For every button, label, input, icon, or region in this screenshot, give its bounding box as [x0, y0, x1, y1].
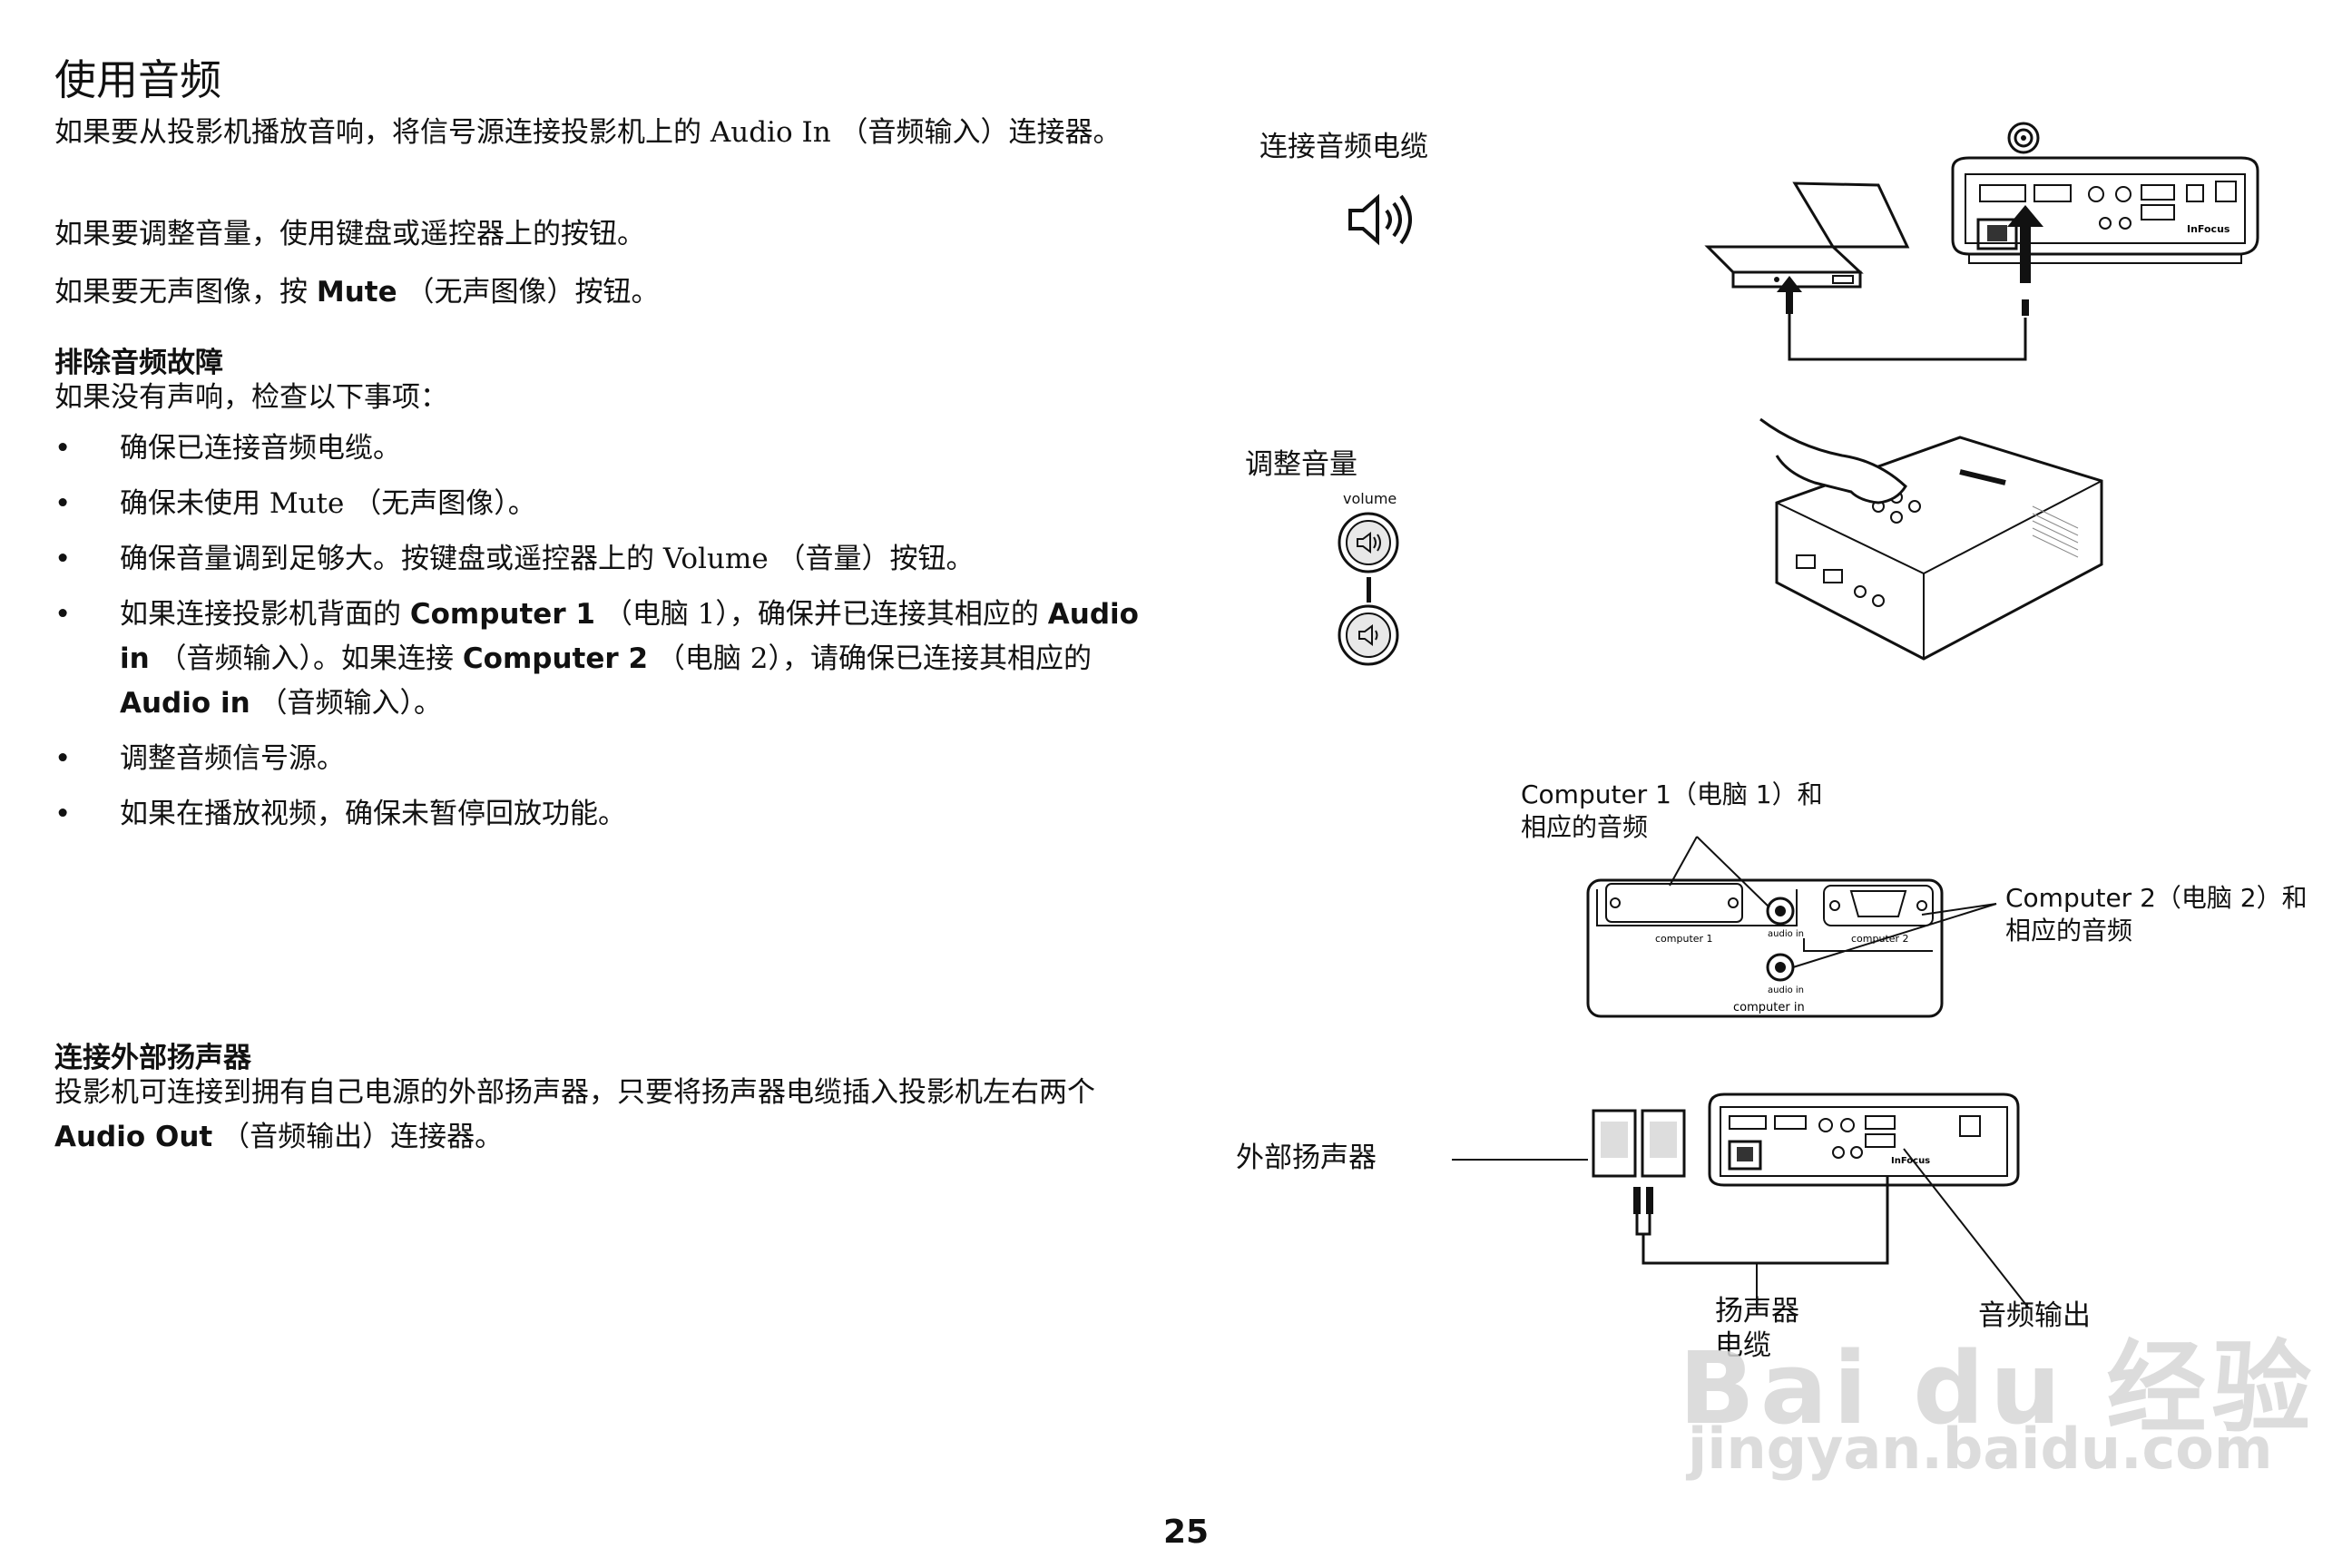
list-item: • 确保已连接音频电缆。: [54, 426, 1161, 471]
list-item-text: 调整音频信号源。: [120, 742, 345, 775]
audio-in-top-label: audio in: [1768, 929, 1804, 939]
text-run: 投影机可连接到拥有自己电源的外部扬声器，只要将扬声器电缆插入投影机左右两个: [54, 1076, 1095, 1109]
panel-callout-left: Computer 1（电脑 1）和 相应的音频: [1521, 779, 1823, 844]
bullet-glyph: •: [54, 742, 72, 775]
bold-term: Computer 1: [409, 598, 595, 631]
text-run: 如果在播放视频，确保未暂停回放功能。: [120, 798, 626, 830]
external-speakers-diagram: InFocus: [1452, 1093, 2030, 1312]
text-run: 调整音频信号源。: [120, 742, 345, 775]
watermark-logo: Bai du 经验: [1679, 1330, 2318, 1446]
volume-key-label: volume: [1343, 490, 1397, 507]
volume-down-button: [1338, 604, 1399, 666]
laptop-projector-diagram: InFocus: [1704, 122, 2259, 361]
text-run: （电脑 2），请确保已连接其相应的: [648, 642, 1092, 675]
text-run: 如果要调整音量，使用键盘或遥控器上的按钮。: [54, 218, 645, 250]
text-run: （音频输入）。: [250, 687, 443, 720]
bold-term: Computer 2: [462, 642, 649, 675]
text-run: 确保音量调到足够大。按键盘或遥控器上的 Volume （音量）按钮。: [120, 543, 975, 575]
list-item-text: 如果在播放视频，确保未暂停回放功能。: [120, 798, 626, 830]
arrow-up-icon: [2007, 205, 2043, 283]
callout-line: Computer 1（电脑 1）和: [1521, 779, 1823, 809]
audio-jack-icon: [2007, 122, 2040, 154]
text-run: 确保已连接音频电缆。: [120, 432, 401, 465]
list-item-text: 确保已连接音频电缆。: [120, 432, 401, 465]
troubleshoot-heading: 排除音频故障: [54, 347, 223, 379]
list-item: • 调整音频信号源。: [54, 737, 1161, 781]
intro-paragraph-3: 如果要无声图像，按 Mute （无声图像）按钮。: [54, 270, 1152, 315]
troubleshoot-list: • 确保已连接音频电缆。 • 确保未使用 Mute （无声图像）。 • 确保音量调到足…: [54, 426, 1161, 848]
speaker-cable-label: 扬声器 电缆: [1715, 1294, 1799, 1363]
brand-label: InFocus: [2187, 223, 2230, 235]
troubleshoot-lead: 如果没有声响，检查以下事项：: [54, 381, 448, 414]
text-run: 如果连接投影机背面的: [120, 598, 410, 631]
text-run: （电脑 1），确保并已连接其相应的: [594, 598, 1048, 631]
audio-cable: [1788, 309, 2027, 361]
audio-out-label: 音频输出: [1978, 1299, 2091, 1332]
bullet-glyph: •: [54, 487, 72, 520]
speaker-icon: [1348, 193, 1412, 246]
connect-cable-label: 连接音频电缆: [1259, 131, 1428, 163]
speakers-paragraph: 投影机可连接到拥有自己电源的外部扬声器，只要将扬声器电缆插入投影机左右两个 Au…: [54, 1071, 1152, 1160]
callout-line: 相应的音频: [1521, 812, 1649, 842]
projector-rear-illustration: InFocus: [1708, 1093, 2020, 1187]
panel-callout-right: Computer 2（电脑 2）和 相应的音频: [2005, 882, 2308, 947]
text-run: （无声图像）按钮。: [397, 276, 660, 309]
volume-buttons: [1338, 512, 1399, 666]
projector-top-illustration: [1759, 417, 2103, 661]
callout-line: Computer 2（电脑 2）和: [2005, 883, 2308, 913]
speaker-illustration: [1592, 1109, 1686, 1178]
page-title: 使用音频: [54, 55, 221, 104]
text-run: （音频输入）。如果连接: [149, 642, 463, 675]
projector-rear-illustration: InFocus: [1951, 156, 2259, 264]
intro-paragraph-1: 如果要从投影机播放音响，将信号源连接投影机上的 Audio In （音频输入）连…: [54, 111, 1152, 155]
speaker-cable: [1633, 1176, 1889, 1265]
list-item: • 如果在播放视频，确保未暂停回放功能。: [54, 792, 1161, 837]
input-panel-diagram: computer 1 audio in computer 2 audio in …: [1586, 836, 1997, 1018]
intro-paragraph-2: 如果要调整音量，使用键盘或遥控器上的按钮。: [54, 212, 1152, 257]
label-line: 扬声器: [1715, 1295, 1799, 1328]
list-item: • 如果连接投影机背面的 Computer 1 （电脑 1），确保并已连接其相应的…: [54, 593, 1161, 726]
bold-term: Audio Out: [54, 1121, 213, 1153]
speakers-heading: 连接外部扬声器: [54, 1042, 251, 1074]
bold-term: Mute: [316, 276, 397, 309]
bold-term: Audio in: [120, 598, 1139, 675]
label-line: 电缆: [1715, 1329, 1771, 1362]
audio-in-bottom-label: audio in: [1768, 985, 1804, 995]
adjust-volume-label: 调整音量: [1245, 448, 1357, 481]
text-run: （音频输出）连接器。: [212, 1121, 504, 1153]
bullet-glyph: •: [54, 598, 72, 631]
hand-icon: [1759, 417, 1907, 505]
text-run: 确保未使用 Mute （无声图像）。: [120, 487, 536, 520]
bullet-glyph: •: [54, 798, 72, 830]
list-item: • 确保音量调到足够大。按键盘或遥控器上的 Volume （音量）按钮。: [54, 537, 1161, 582]
computer-in-label: computer in: [1733, 1001, 1805, 1014]
bullet-glyph: •: [54, 543, 72, 575]
list-item-text: 确保音量调到足够大。按键盘或遥控器上的 Volume （音量）按钮。: [120, 543, 975, 575]
list-item: • 确保未使用 Mute （无声图像）。: [54, 482, 1161, 526]
text-run: 如果要无声图像，按: [54, 276, 317, 309]
brand-label: InFocus: [1891, 1156, 1930, 1166]
volume-up-button: [1338, 512, 1399, 573]
text-run: 如果要从投影机播放音响，将信号源连接投影机上的 Audio In （音频输入）连…: [54, 116, 1122, 149]
list-item-text: 确保未使用 Mute （无声图像）。: [120, 487, 536, 520]
list-item-text: 如果连接投影机背面的 Computer 1 （电脑 1），确保并已连接其相应的 …: [120, 598, 1139, 720]
page-number: 25: [1163, 1514, 1210, 1551]
computer1-label: computer 1: [1655, 933, 1713, 945]
laptop-illustration: [1704, 181, 1910, 289]
callout-line: 相应的音频: [2005, 916, 2133, 946]
external-speakers-label: 外部扬声器: [1236, 1142, 1377, 1174]
bold-term: Audio in: [120, 687, 250, 720]
watermark-url: jingyan.baidu.com: [1688, 1416, 2273, 1482]
bullet-glyph: •: [54, 432, 72, 465]
arrow-up-icon: [1777, 276, 1802, 309]
